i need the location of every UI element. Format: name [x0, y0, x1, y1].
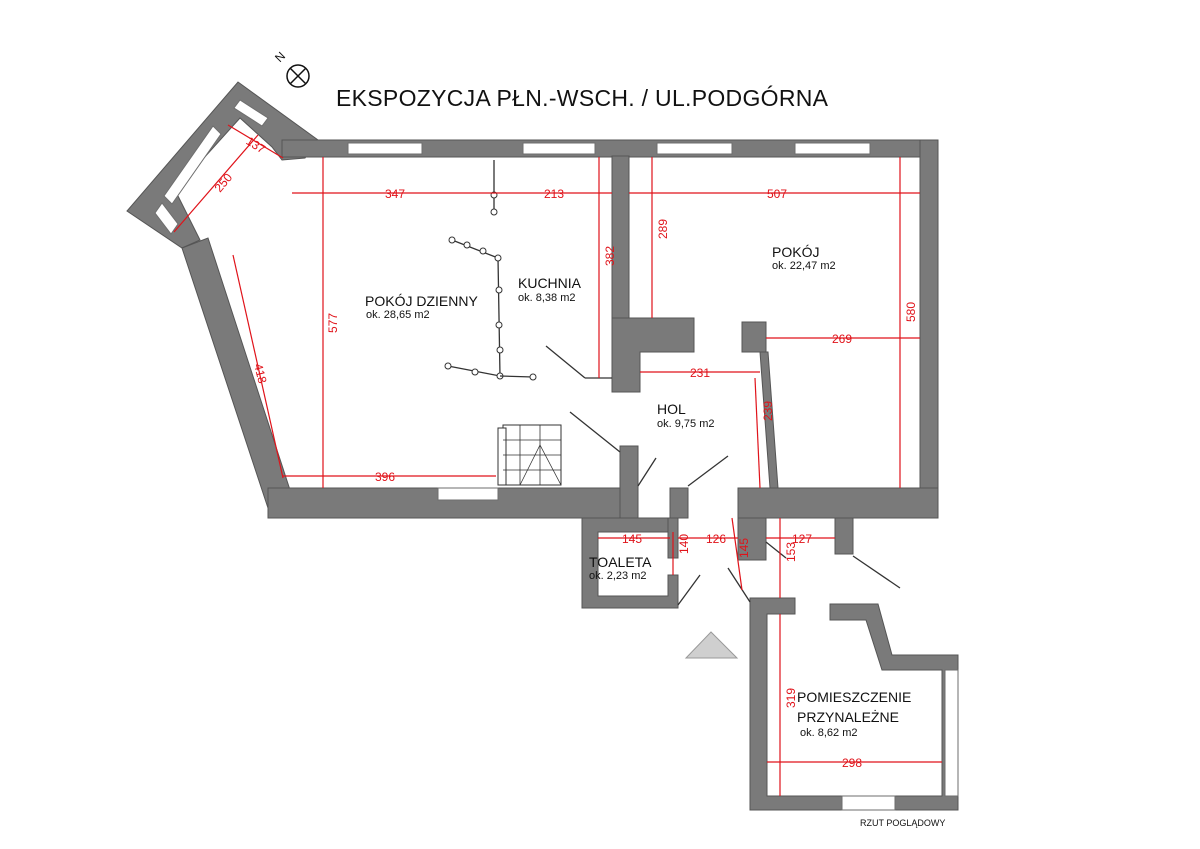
staircase-icon — [497, 424, 562, 486]
room-area-living: ok. 28,65 m2 — [366, 309, 430, 321]
dimension-label: 140 — [677, 534, 691, 554]
room-name-room: POKÓJ — [772, 244, 819, 260]
room-area-room: ok. 22,47 m2 — [772, 260, 836, 272]
dimension-label: 213 — [544, 187, 564, 201]
dimension-label: 396 — [375, 470, 395, 484]
dimension-label: 577 — [326, 313, 340, 333]
plan-title: EKSPOZYCJA PŁN.-WSCH. / UL.PODGÓRNA — [336, 85, 829, 111]
dimension-label: 145 — [622, 532, 642, 546]
dimension-label: 507 — [767, 187, 787, 201]
dimension-label: 289 — [656, 219, 670, 239]
dimension-label: 126 — [706, 532, 726, 546]
dimension-label: 145 — [737, 538, 751, 558]
dimension-label: 153 — [784, 542, 798, 562]
dimension-label: 418 — [251, 362, 270, 385]
dimension-label: 298 — [842, 756, 862, 770]
dimension-label: 319 — [784, 688, 798, 708]
entrance-marker-icon — [684, 631, 739, 659]
dimension-label: 231 — [690, 366, 710, 380]
dimension-label: 269 — [832, 332, 852, 346]
room-name-annex-line2: PRZYNALEŻNE — [797, 708, 899, 725]
dimension-label: 250 — [212, 170, 236, 195]
room-area-kitchen: ok. 8,38 m2 — [518, 292, 575, 304]
dimension-label: 127 — [792, 532, 812, 546]
room-area-annex: ok. 8,62 m2 — [800, 727, 857, 739]
room-name-living: POKÓJ DZIENNY — [365, 293, 478, 309]
dimension-label: 382 — [603, 246, 617, 266]
plan-caption: RZUT POGLĄDOWY — [860, 818, 945, 828]
doors — [545, 345, 901, 606]
room-area-hall: ok. 9,75 m2 — [657, 418, 714, 430]
room-name-annex-line1: POMIESZCZENIE — [797, 689, 911, 705]
dimension-label: 239 — [761, 401, 775, 421]
dimension-lines — [173, 124, 942, 796]
room-name-toilet: TOALETA — [589, 554, 652, 570]
room-name-hall: HOL — [657, 401, 686, 417]
compass-label: N — [272, 49, 288, 65]
room-name-kitchen: KUCHNIA — [518, 275, 582, 291]
kitchen-cabinets — [444, 160, 537, 381]
room-area-toilet: ok. 2,23 m2 — [589, 570, 646, 582]
compass-icon: N — [272, 49, 310, 88]
dimension-label: 580 — [904, 302, 918, 322]
dimension-label: 347 — [385, 187, 405, 201]
walls — [126, 81, 959, 811]
